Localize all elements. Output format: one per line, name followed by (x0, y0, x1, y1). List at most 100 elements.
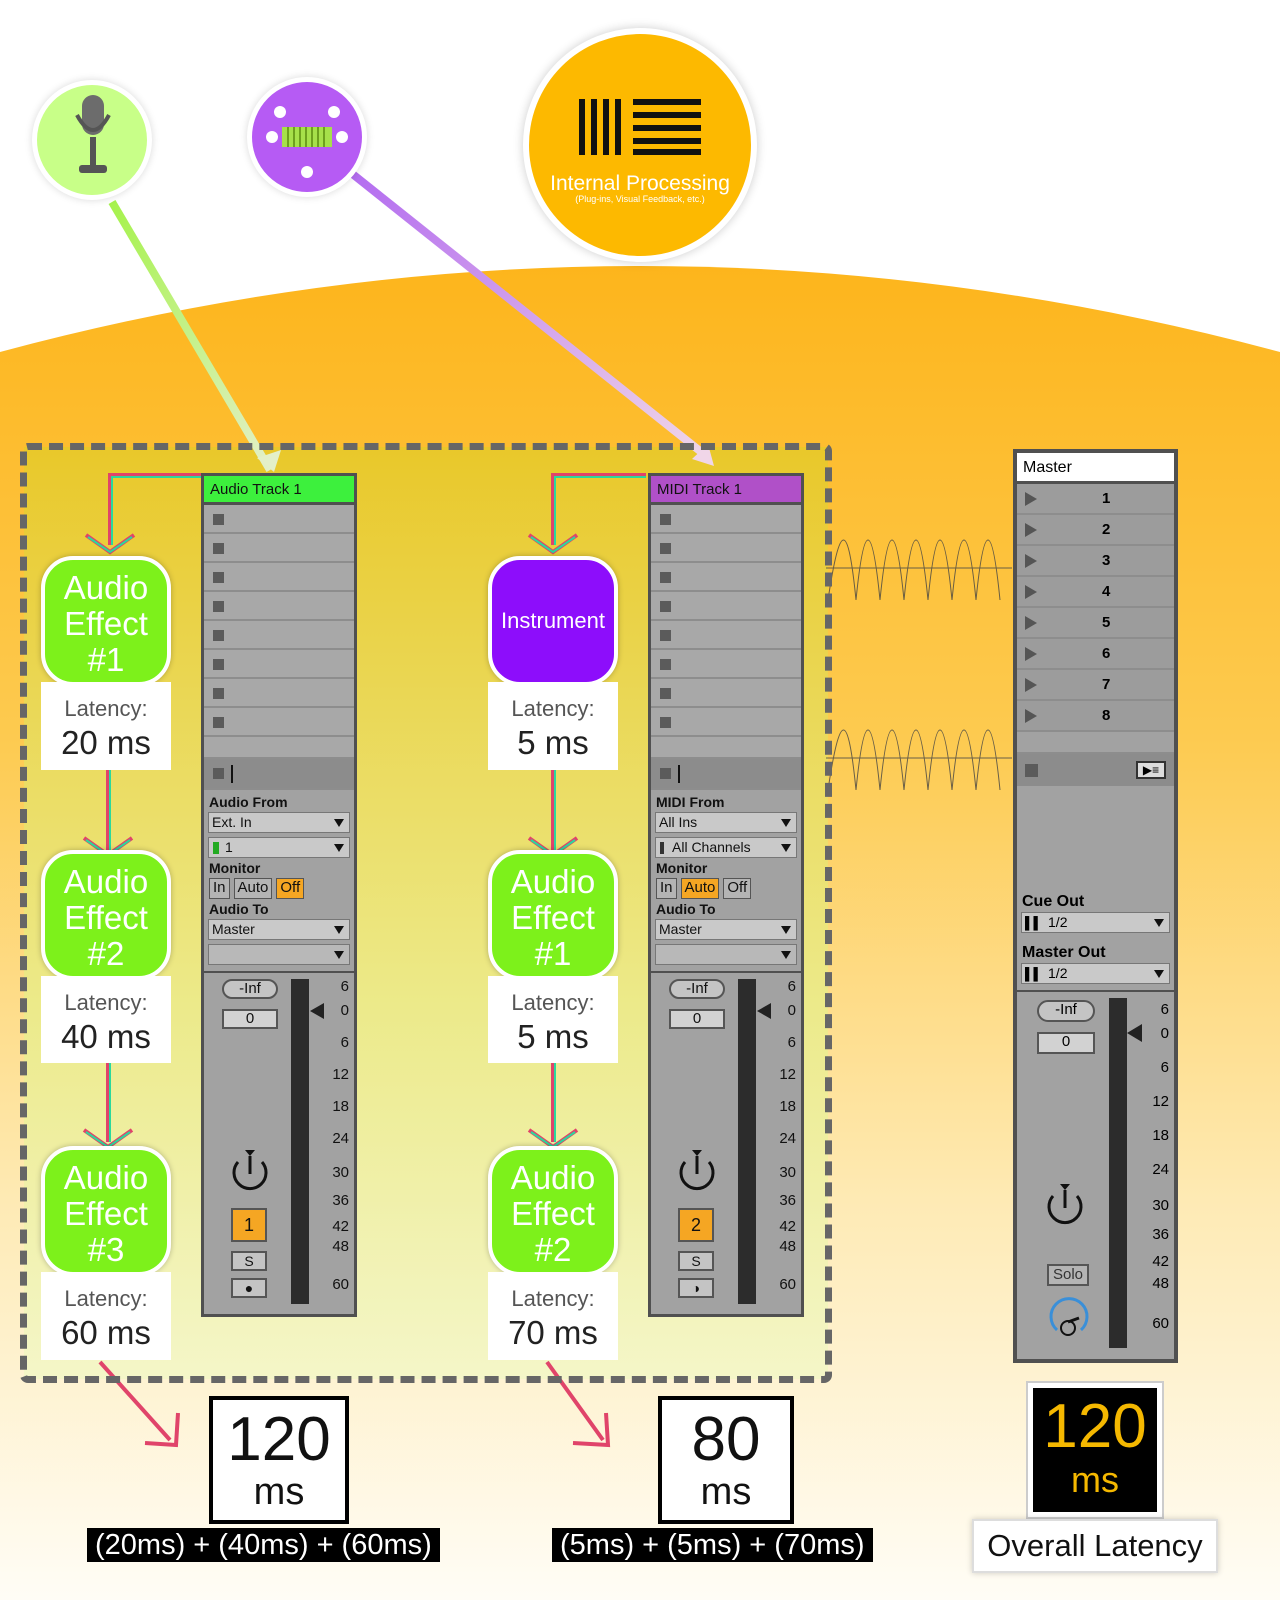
monitor-off-button[interactable]: Off (723, 878, 752, 899)
clip-slot[interactable] (651, 592, 801, 621)
midi-from-dropdown[interactable]: All Ins (655, 812, 797, 833)
volume-readout[interactable]: -Inf (1037, 1000, 1095, 1022)
empty-slot (651, 737, 801, 759)
monitor-in-button[interactable]: In (209, 878, 230, 899)
clip-slot[interactable] (651, 679, 801, 708)
stop-all-slot[interactable] (651, 759, 801, 790)
clip-slot[interactable] (204, 592, 354, 621)
input-channel-dropdown[interactable]: 1 (208, 837, 350, 858)
clip-slot[interactable] (651, 621, 801, 650)
fx-line1: Audio (63, 569, 149, 606)
audio-from-dropdown[interactable]: Ext. In (208, 812, 350, 833)
midi-track-strip: MIDI Track 1 MIDI From All Ins All Chann… (648, 473, 804, 1317)
cue-out-dropdown[interactable]: ▌▌ 1/2 (1021, 912, 1170, 933)
clip-slot[interactable] (204, 679, 354, 708)
track-title[interactable]: Audio Track 1 (204, 476, 354, 505)
session-record-icon[interactable]: ▶≡ (1136, 761, 1166, 779)
tick-label: 24 (332, 1130, 349, 1147)
mixer-section: -Inf 0 6 0 6 12 18 24 30 36 42 48 60 2 S… (651, 971, 801, 1307)
tick-label: 6 (340, 978, 349, 995)
monitor-auto-button[interactable]: Auto (233, 878, 273, 899)
scene-launch-4[interactable]: 4 (1017, 577, 1174, 608)
stop-all-clips-row: ▶≡ (1017, 754, 1174, 786)
clip-slot[interactable] (651, 650, 801, 679)
volume-fader-icon[interactable] (310, 1003, 324, 1019)
audio-to-dropdown[interactable]: Master (208, 919, 350, 940)
pan-knob-icon[interactable] (673, 1148, 721, 1196)
scene-launch-6[interactable]: 6 (1017, 639, 1174, 670)
track-activator-button[interactable]: 1 (231, 1208, 267, 1242)
pan-readout[interactable]: 0 (222, 1009, 278, 1029)
solo-button[interactable]: S (678, 1251, 714, 1271)
stop-all-slot[interactable] (204, 759, 354, 790)
pan-knob-icon[interactable] (1041, 1182, 1089, 1230)
tick-label: 12 (1152, 1093, 1169, 1110)
volume-readout[interactable]: -Inf (222, 979, 278, 999)
track-title[interactable]: MIDI Track 1 (651, 476, 801, 505)
scene-launch-7[interactable]: 7 (1017, 670, 1174, 701)
solo-button[interactable]: S (231, 1251, 267, 1271)
volume-readout[interactable]: -Inf (669, 979, 725, 999)
microphone-source (32, 80, 152, 200)
scene-launch-2[interactable]: 2 (1017, 515, 1174, 546)
clip-slot[interactable] (204, 650, 354, 679)
clip-slot[interactable] (651, 708, 801, 737)
tick-label: 6 (340, 1034, 349, 1051)
monitor-label: Monitor (656, 860, 708, 876)
cue-out-value: 1/2 (1048, 914, 1068, 930)
scene-number: 3 (1102, 552, 1111, 569)
fx-line1: Audio (510, 863, 596, 900)
monitor-in-button[interactable]: In (656, 878, 677, 899)
pan-readout[interactable]: 0 (669, 1009, 725, 1029)
fx-line1: Audio (63, 1159, 149, 1196)
channel-indicator-icon (213, 842, 219, 855)
pan-readout[interactable]: 0 (1037, 1032, 1095, 1054)
clip-slot[interactable] (651, 505, 801, 534)
scene-launch-8[interactable]: 8 (1017, 701, 1174, 732)
overall-latency-label: Overall Latency (972, 1519, 1218, 1573)
midi-from-label: MIDI From (656, 794, 725, 810)
clip-slot[interactable] (204, 621, 354, 650)
monitor-off-button[interactable]: Off (276, 878, 305, 899)
arm-button[interactable]: ◑ (678, 1278, 714, 1298)
midi-channel-dropdown[interactable]: All Channels (655, 837, 797, 858)
empty-routing-field[interactable] (208, 944, 350, 965)
fx-line1: Audio (510, 1159, 596, 1196)
solo-button[interactable]: Solo (1047, 1264, 1089, 1286)
clip-slot[interactable] (651, 563, 801, 592)
scene-launch-3[interactable]: 3 (1017, 546, 1174, 577)
track-activator-button[interactable]: 2 (678, 1208, 714, 1242)
master-out-label: Master Out (1022, 944, 1106, 961)
arm-button[interactable]: ● (231, 1278, 267, 1298)
fx-line2: Effect (511, 1195, 595, 1232)
clip-slot[interactable] (651, 534, 801, 563)
clip-slot[interactable] (204, 534, 354, 563)
level-meter (291, 979, 309, 1304)
clip-slot[interactable] (204, 505, 354, 534)
audio-effect-2: Audio Effect #2 (41, 850, 171, 980)
master-out-dropdown[interactable]: ▌▌1/2 (1021, 963, 1170, 984)
tick-label: 0 (1160, 1025, 1169, 1042)
scene-number: 1 (1102, 490, 1111, 507)
latency-caption: Latency: (511, 1286, 595, 1311)
master-out-value: 1/2 (1048, 965, 1068, 981)
audio-to-dropdown[interactable]: Master (655, 919, 797, 940)
tick-label: 36 (332, 1192, 349, 1209)
empty-routing-field[interactable] (655, 944, 797, 965)
scene-launch-1[interactable]: 1 (1017, 484, 1174, 515)
master-title[interactable]: Master (1017, 453, 1174, 484)
clip-slot[interactable] (204, 708, 354, 737)
stereo-icon: ▌▌ (1025, 916, 1043, 930)
volume-fader-icon[interactable] (757, 1003, 771, 1019)
clip-slot[interactable] (204, 563, 354, 592)
cue-volume-knob-icon[interactable] (1043, 1290, 1093, 1340)
scene-launch-5[interactable]: 5 (1017, 608, 1174, 639)
cursor-icon (678, 765, 680, 783)
pan-knob-icon[interactable] (226, 1148, 274, 1196)
monitor-auto-button[interactable]: Auto (680, 878, 720, 899)
latency-value: 70 ms (508, 1314, 598, 1351)
volume-fader-icon[interactable] (1127, 1024, 1142, 1042)
fx-line3: #1 (87, 641, 125, 678)
stop-icon (213, 688, 224, 699)
stop-all-clips-icon[interactable] (1025, 764, 1038, 777)
